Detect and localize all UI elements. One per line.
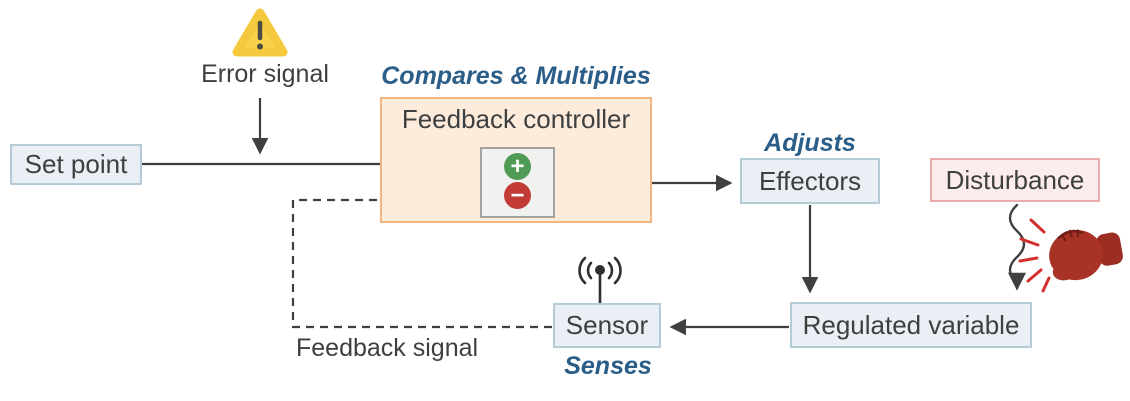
error-signal-label: Error signal (201, 60, 329, 88)
disturbance-node: Disturbance (930, 158, 1100, 202)
comparator-box: + − (480, 147, 555, 218)
sensor-node: Sensor (553, 303, 661, 348)
regulated-variable-node: Regulated variable (790, 302, 1032, 348)
feedback-signal-label: Feedback signal (296, 334, 479, 362)
boxing-glove-icon (1018, 218, 1123, 293)
signal-antenna-icon (578, 256, 622, 303)
feedback-controller-panel: Feedback controller (380, 97, 652, 223)
set-point-node: Set point (10, 144, 142, 185)
impact-lines-icon (1018, 218, 1051, 293)
warning-icon (232, 8, 288, 57)
feedback-controller-label: Feedback controller (401, 104, 631, 134)
minus-icon: − (504, 182, 531, 209)
adjusts-label: Adjusts (764, 129, 856, 157)
compares-multiplies-label: Compares & Multiplies (381, 62, 651, 90)
plus-icon: + (504, 153, 531, 180)
senses-label: Senses (564, 352, 652, 380)
effectors-node: Effectors (740, 158, 880, 204)
